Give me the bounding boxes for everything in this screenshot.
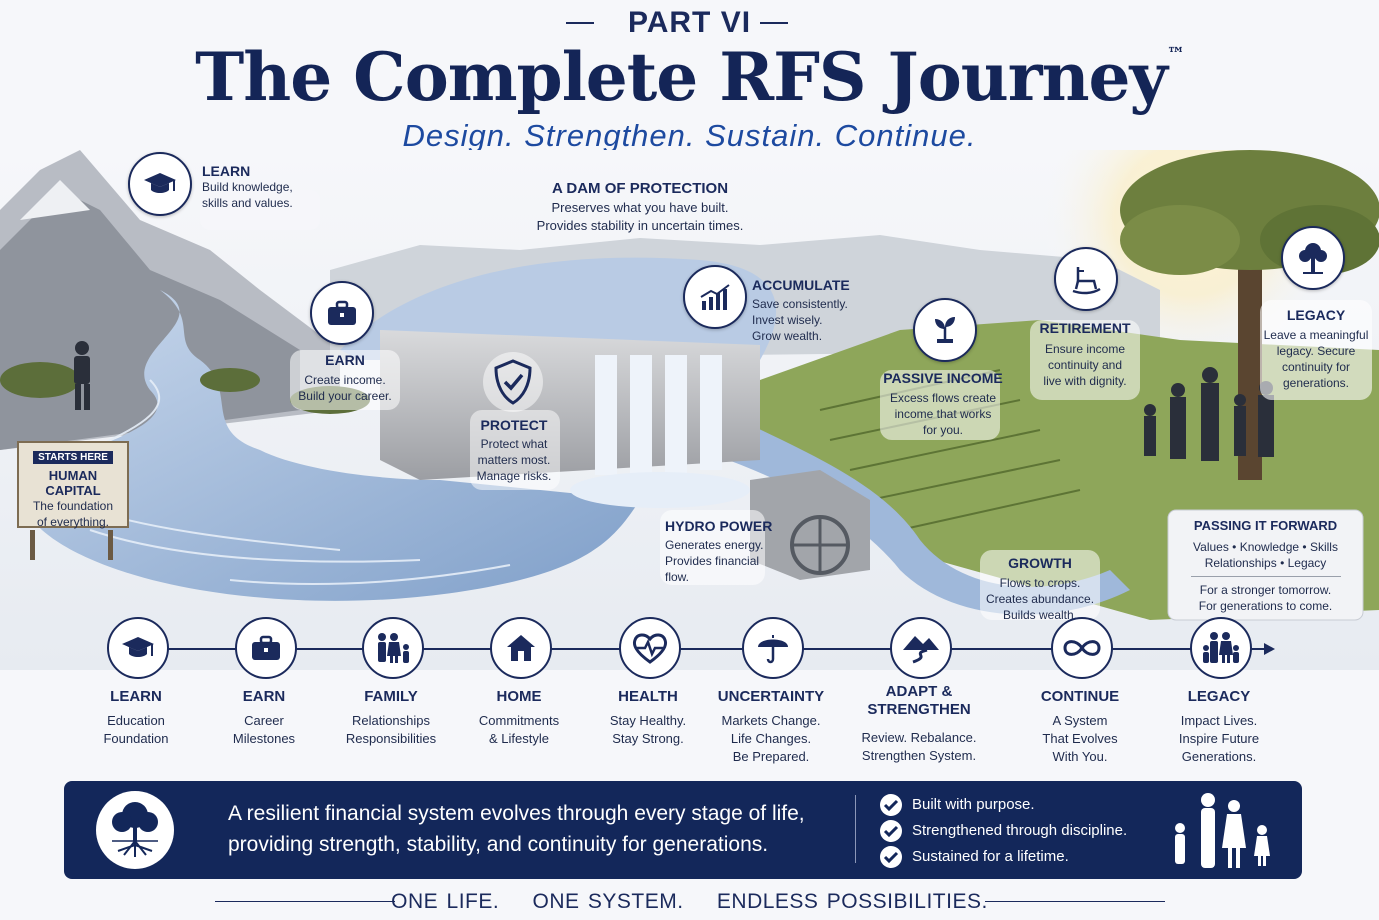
timeline-step-title: HEALTH (618, 688, 678, 705)
timeline-step-text: Inspire Future (1178, 731, 1260, 746)
timeline-step-text: A System (1052, 713, 1108, 728)
timeline-heart-pulse-icon (619, 617, 681, 679)
dam-label: A DAM OF PROTECTION Preserves what you h… (536, 180, 744, 233)
timeline-step-text: & Lifestyle (489, 731, 549, 746)
timeline-step-text: Milestones (232, 731, 296, 746)
title-text: The Complete RFS Journey (195, 38, 1168, 116)
timeline-infinity-icon (1051, 617, 1113, 679)
protect-label: PROTECT Protect what matters most. Manag… (476, 417, 552, 483)
passive-income-label: PASSIVE INCOME Excess flows create incom… (883, 370, 1003, 437)
timeline-house-icon (490, 617, 552, 679)
timeline-umbrella-icon (742, 617, 804, 679)
timeline-graduation-cap-icon (107, 617, 169, 679)
timeline-family-generations-icon (1190, 617, 1252, 679)
timeline-step-title: LEGACY (1187, 688, 1251, 705)
earn-label: EARN Create income. Build your career. (298, 352, 392, 403)
learn-graduation-cap-icon (128, 152, 192, 216)
timeline-step-text: Relationships (351, 713, 431, 728)
timeline-step-text: Stay Strong. (612, 731, 684, 746)
trademark-symbol: ™ (1166, 44, 1185, 65)
timeline-briefcase-icon (235, 617, 297, 679)
page-title: The Complete RFS Journey™ (0, 38, 1379, 116)
learn-label: LEARN Build knowledge, skills and values… (202, 163, 293, 210)
part-label: PART VI (627, 6, 752, 39)
check-item: Strengthened through discipline. (912, 822, 1128, 839)
legacy-label: LEGACY Leave a meaningful legacy. Secure… (1263, 307, 1369, 390)
page-subtitle: Design. Strengthen. Sustain. Continue. (402, 118, 977, 153)
accumulate-label: ACCUMULATE Save consistently. Invest wis… (752, 277, 850, 343)
timeline-step-text: Career (244, 713, 284, 728)
hydro-powerhouse (750, 470, 870, 580)
river (23, 290, 641, 601)
spillways (595, 355, 722, 475)
timeline-step-text: With You. (1052, 749, 1108, 764)
timeline-step-text: Strengthen System. (861, 748, 977, 763)
protect-shield-icon (483, 352, 543, 412)
accumulate-growth-chart-icon (683, 265, 747, 329)
timeline-step-title: FAMILY (364, 688, 418, 705)
journey-illustration (0, 150, 1379, 670)
timeline-step-text: Impact Lives. (1180, 713, 1258, 728)
summary-banner (64, 781, 1302, 879)
timeline-step-text: Markets Change. (721, 713, 821, 728)
passive-income-sprout-icon (913, 298, 977, 362)
timeline-step-title: UNCERTAINTY (717, 688, 825, 705)
earn-briefcase-icon (310, 281, 374, 345)
retirement-label: RETIREMENT Ensure income continuity and … (1039, 320, 1131, 388)
timeline-step-title: STRENGTHEN (867, 701, 971, 718)
human-capital-sign: STARTS HERE HUMAN CAPITAL The foundation… (32, 451, 114, 529)
check-item: Built with purpose. (912, 796, 1035, 813)
timeline-step-text: Life Changes. (730, 731, 812, 746)
check-icon (880, 846, 902, 868)
timeline-step-text: Foundation (103, 731, 169, 746)
timeline-step-text: Be Prepared. (732, 749, 810, 764)
timeline-step-title: LEARN (110, 688, 162, 705)
check-icon (880, 794, 902, 816)
retirement-rocking-chair-icon (1054, 247, 1118, 311)
timeline-step-title: ADAPT & (885, 683, 953, 700)
banner-statement: A resilient financial system evolves thr… (228, 802, 805, 856)
footer-tagline: ONE LIFE. ONE SYSTEM. ENDLESS POSSIBILIT… (391, 890, 988, 913)
timeline-step-text: Generations. (1181, 749, 1257, 764)
hiker-figure (74, 341, 90, 410)
timeline-step-text: Review. Rebalance. (861, 730, 977, 745)
canal (700, 410, 1130, 615)
timeline-arrow-icon (1264, 643, 1275, 655)
legacy-tree-icon (1281, 226, 1345, 290)
timeline-step-text: Stay Healthy. (609, 713, 687, 728)
passing-it-forward-label: PASSING IT FORWARD Values • Knowledge • … (1168, 510, 1363, 614)
passing-it-forward-card (1167, 509, 1364, 621)
timeline-step-title: EARN (242, 688, 286, 705)
banner-divider (855, 795, 856, 863)
timeline-step-title: CONTINUE (1040, 688, 1120, 705)
tree-roots-icon (96, 791, 174, 869)
timeline-step-text: That Evolves (1042, 731, 1118, 746)
family-icon (1168, 792, 1278, 877)
timeline-step-title: HOME (496, 688, 542, 705)
growth-label: GROWTH Flows to crops. Creates abundance… (985, 555, 1095, 622)
timeline-step-text: Responsibilities (345, 731, 437, 746)
timeline-step-text: Commitments (478, 713, 560, 728)
hydro-power-label: HYDRO POWER Generates energy. Provides f… (665, 518, 773, 584)
timeline-line (136, 648, 1266, 650)
timeline-family-icon (362, 617, 424, 679)
timeline-step-text: Education (107, 713, 165, 728)
check-icon (880, 820, 902, 842)
timeline-mountain-road-icon (890, 617, 952, 679)
check-item: Sustained for a lifetime. (912, 848, 1069, 865)
